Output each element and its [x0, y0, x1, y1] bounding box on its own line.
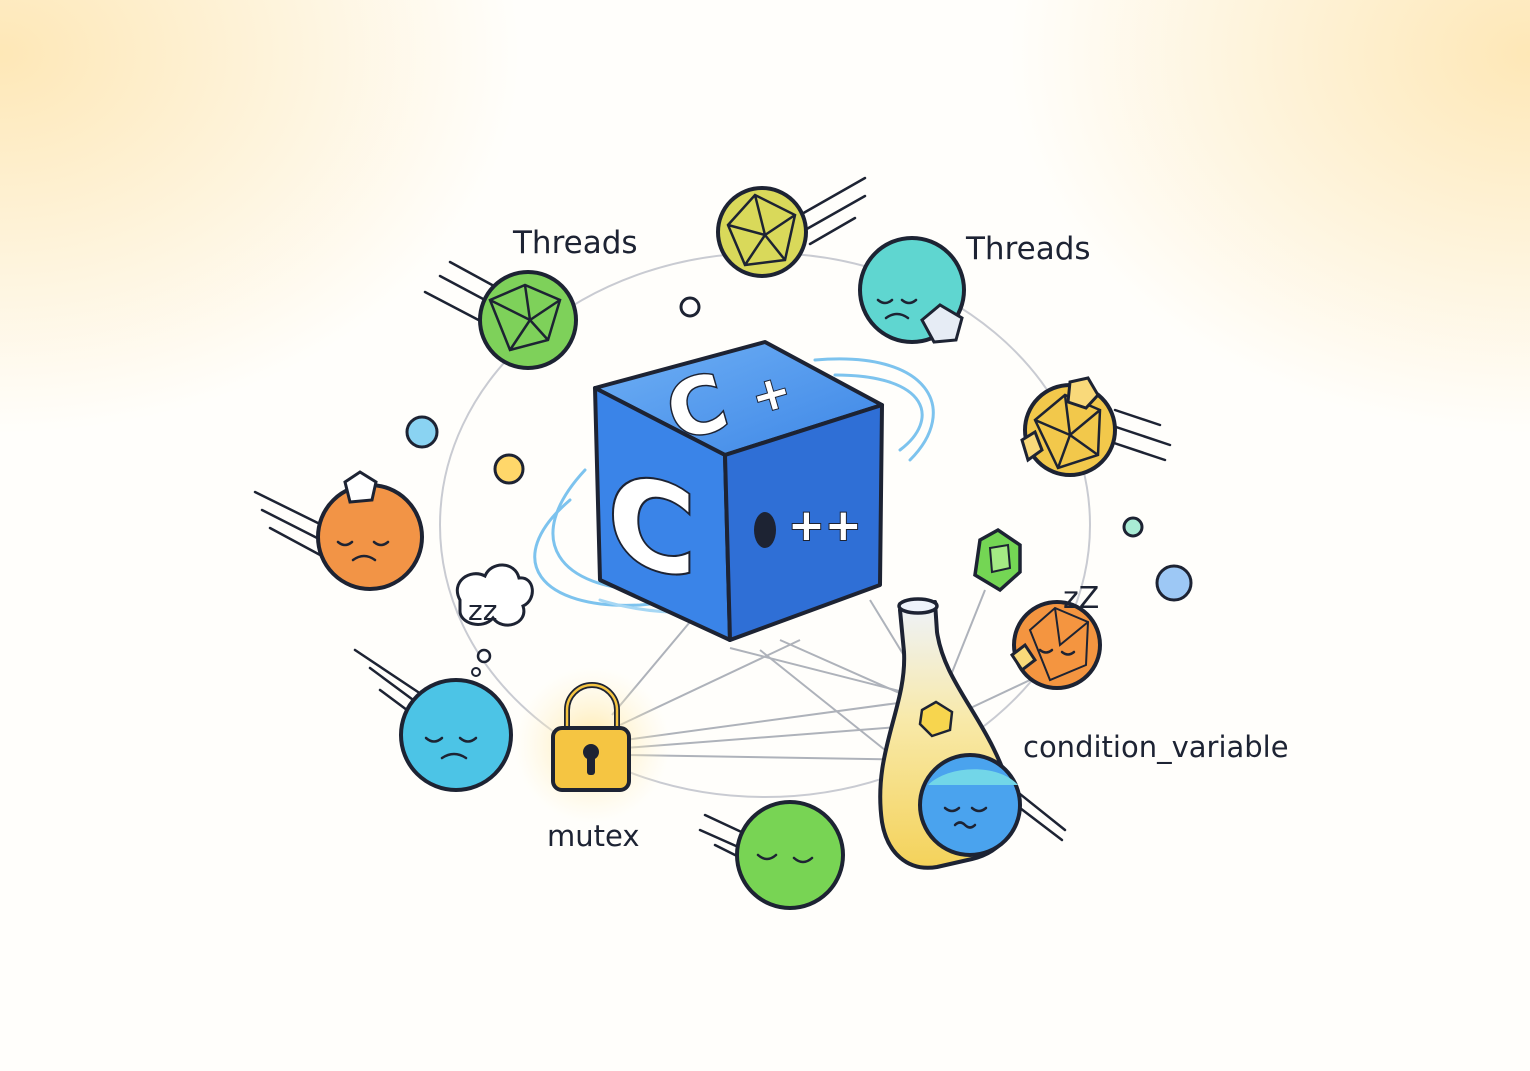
cpp-cube: C + C ++ — [593, 340, 884, 642]
bubble-small-top — [679, 296, 701, 318]
bubble-blue-right — [1155, 564, 1193, 602]
thread-orange-faceted-sleeping — [1009, 600, 1102, 690]
cube-side-face — [723, 403, 884, 642]
cube-side-glyph: ++ — [788, 500, 862, 551]
condition-variable-bottle — [878, 597, 1022, 870]
thread-cyan-sleeping — [399, 678, 513, 792]
thread-faceted-yellow-top — [716, 186, 808, 278]
label-threads-left: Threads — [512, 225, 638, 261]
floating-bubbles — [405, 296, 1193, 602]
thread-blue-in-bottle — [918, 753, 1022, 857]
bubble-mint-right — [1122, 516, 1144, 538]
speed-streaks — [253, 176, 1172, 862]
thread-orange-sad — [316, 470, 424, 591]
mutex-lock — [514, 667, 670, 823]
bubble-yellow-left — [493, 453, 525, 485]
cube-side-dot — [754, 512, 776, 548]
thread-faceted-green — [478, 270, 578, 370]
sleep-thought-bubble: zz — [456, 563, 534, 677]
thread-teal-sad — [858, 236, 966, 344]
zz-bubble-text: zz — [468, 594, 497, 627]
zz-right-text: zZ — [1063, 581, 1099, 616]
thread-green-sleeping — [735, 800, 845, 910]
bubble-blue-left — [405, 415, 439, 449]
label-condition-variable: condition_variable — [1023, 730, 1289, 764]
label-threads-right: Threads — [965, 231, 1091, 267]
label-mutex: mutex — [547, 819, 640, 853]
cube-front-glyph: C — [608, 445, 696, 607]
thread-faceted-gold — [1020, 376, 1117, 477]
